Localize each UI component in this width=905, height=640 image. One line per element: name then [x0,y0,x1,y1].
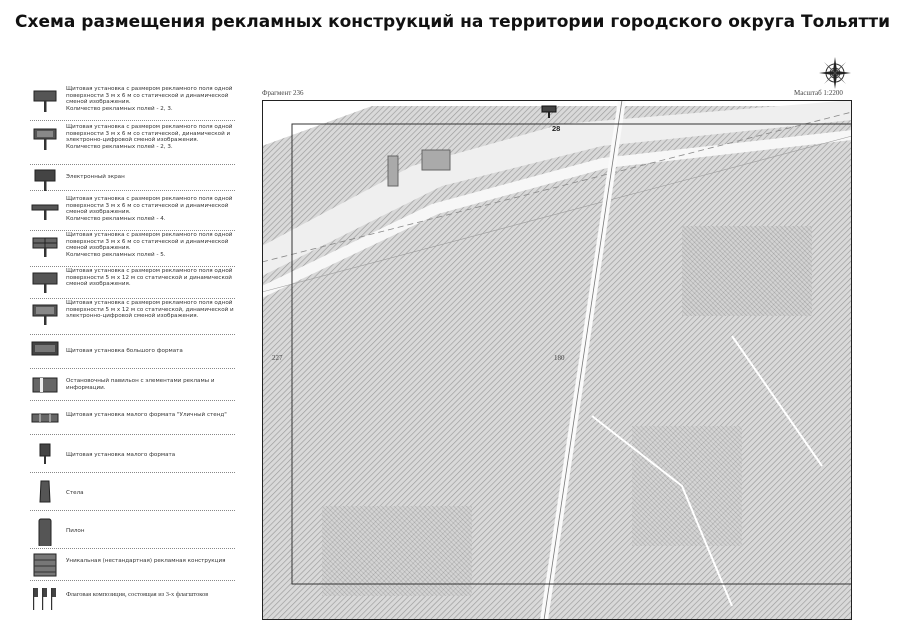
small-format-icon [39,443,51,464]
legend-item: Щитовая установка малого формата [30,438,235,473]
legend-item: Стела [30,476,235,511]
billboard-digital-icon [33,128,57,150]
legend-item-text: Остановочный павильон с элементами рекла… [66,378,215,391]
legend-item-text: Щитовая установка малого формата [66,452,176,458]
legend-item-text: Флаговая композиция, состоящая из 3-х фл… [66,591,209,598]
road [262,100,852,276]
bus-stop-icon [32,377,58,393]
legend-item: Пилон [30,512,235,549]
compass-rose-icon [819,57,851,89]
legend-item-text: Щитовая установка с размером рекламного … [66,268,233,288]
legend-item: Щитовая установка с размером рекламного … [30,232,235,267]
legend-item: Щитовая установка с размером рекламного … [30,268,235,299]
legend-item: Щитовая установка с размером рекламного … [30,300,235,335]
scale-label: Масштаб 1:2200 [794,89,843,97]
billboard-icon [33,90,57,112]
legend-item: Щитовая установка с размером рекламного … [30,196,235,231]
marker-label: 180 [554,354,565,362]
billboard-marker[interactable] [541,105,557,118]
marker-label: 28 [552,124,561,133]
pylon-icon [38,518,52,546]
legend-item: Уникальная (нестандартная) рекламная кон… [30,550,235,581]
legend-item: Щитовая установка малого формата "Уличны… [30,404,235,435]
legend-item-text: Электронный экран [66,174,125,180]
legend-item-text: Пилон [66,528,85,534]
legend-item-text: Щитовая установка с размером рекламного … [66,232,233,258]
legend-item-text: Щитовая установка с размером рекламного … [66,300,234,320]
stela-icon [39,480,51,503]
map-inner-frame [291,123,852,585]
legend-item-text: Уникальная (нестандартная) рекламная кон… [66,558,226,564]
legend-item: Щитовая установка с размером рекламного … [30,86,235,121]
billboard-large-icon [32,272,58,293]
legend-item-text: Щитовая установка с размером рекламного … [66,124,233,150]
building [421,149,451,171]
legend-item-text: Щитовая установка малого формата "Уличны… [66,412,227,418]
legend-item: Флаговая композиция, состоящая из 3-х фл… [30,584,235,614]
billboard-five-icon [32,237,58,257]
fragment-label: Фрагмент 236 [262,89,304,97]
building [387,155,399,187]
legend-item-text: Щитовая установка с размером рекламного … [66,86,233,112]
marker-label: 227 [272,354,283,362]
billboard-large-digital-icon [32,304,58,325]
legend-item-text: Стела [66,490,84,496]
legend-item-text: Щитовая установка с размером рекламного … [66,196,233,222]
map-canvas [262,99,852,620]
map-fragment: 28 180 227 [262,86,852,620]
big-format-icon [31,341,59,356]
legend-item-text: Щитовая установка большого формата [66,348,183,354]
info-stand-icon [31,413,59,423]
map-outer-frame [262,100,852,620]
unique-construction-icon [33,553,57,577]
flag-composition-icon [33,588,56,610]
page-title: Схема размещения рекламных конструкций н… [15,12,890,32]
billboard-four-icon [31,204,59,220]
legend-item: Щитовая установка большого формата [30,336,235,369]
legend-item: Электронный экран [30,166,235,191]
legend-item: Остановочный павильон с элементами рекла… [30,372,235,401]
electronic-screen-icon [34,169,56,191]
legend-item: Щитовая установка с размером рекламного … [30,124,235,165]
